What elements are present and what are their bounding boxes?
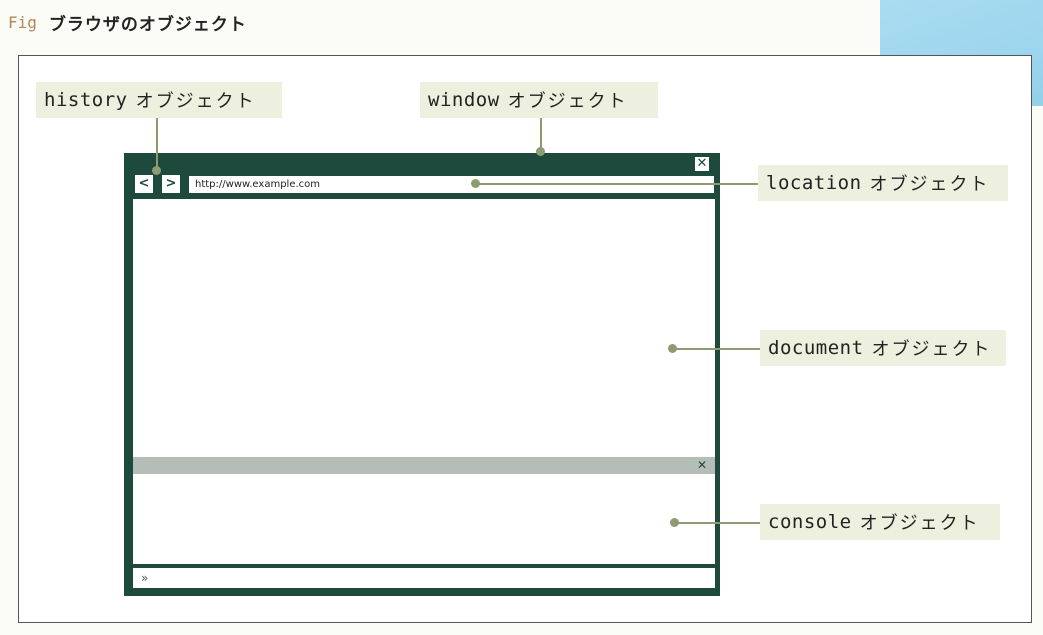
window-connector: [540, 118, 542, 148]
figure-title: ブラウザのオブジェクト: [48, 14, 247, 35]
console-connector: [676, 522, 760, 524]
console-label: console オブジェクト: [760, 504, 1000, 540]
location-connector: [476, 183, 758, 185]
figure-prefix: Fig: [8, 12, 37, 32]
console-label-name: console: [768, 511, 852, 533]
history-label-suffix: オブジェクト: [135, 91, 256, 112]
document-dot: [668, 344, 677, 353]
document-label-name: document: [768, 337, 864, 359]
document-label-suffix: オブジェクト: [871, 339, 992, 360]
location-label: location オブジェクト: [758, 165, 1008, 201]
window-label-name: window: [428, 89, 500, 111]
window-label: window オブジェクト: [420, 82, 658, 118]
location-dot: [471, 179, 480, 188]
back-arrow-icon: <: [135, 175, 153, 193]
console-prompt: »: [133, 568, 715, 588]
console-dot: [670, 518, 679, 527]
document-area: [133, 199, 715, 457]
forward-arrow-icon: >: [162, 175, 180, 193]
figure-heading: Fig ブラウザのオブジェクト: [8, 8, 247, 36]
location-label-suffix: オブジェクト: [869, 174, 990, 195]
console-titlebar: ✕: [133, 457, 715, 474]
console-label-suffix: オブジェクト: [859, 513, 980, 534]
window-dot: [536, 147, 545, 156]
history-dot: [152, 166, 161, 175]
window-label-suffix: オブジェクト: [507, 91, 628, 112]
document-label: document オブジェクト: [760, 330, 1006, 366]
history-label-name: history: [44, 89, 128, 111]
address-bar: http://www.example.com: [189, 176, 714, 193]
history-connector: [156, 118, 158, 169]
history-label: history オブジェクト: [36, 82, 282, 118]
console-area: [133, 474, 715, 564]
window-close-icon: ✕: [695, 156, 709, 171]
location-label-name: location: [766, 172, 862, 194]
console-close-icon: ✕: [696, 458, 707, 472]
document-connector: [676, 348, 760, 350]
